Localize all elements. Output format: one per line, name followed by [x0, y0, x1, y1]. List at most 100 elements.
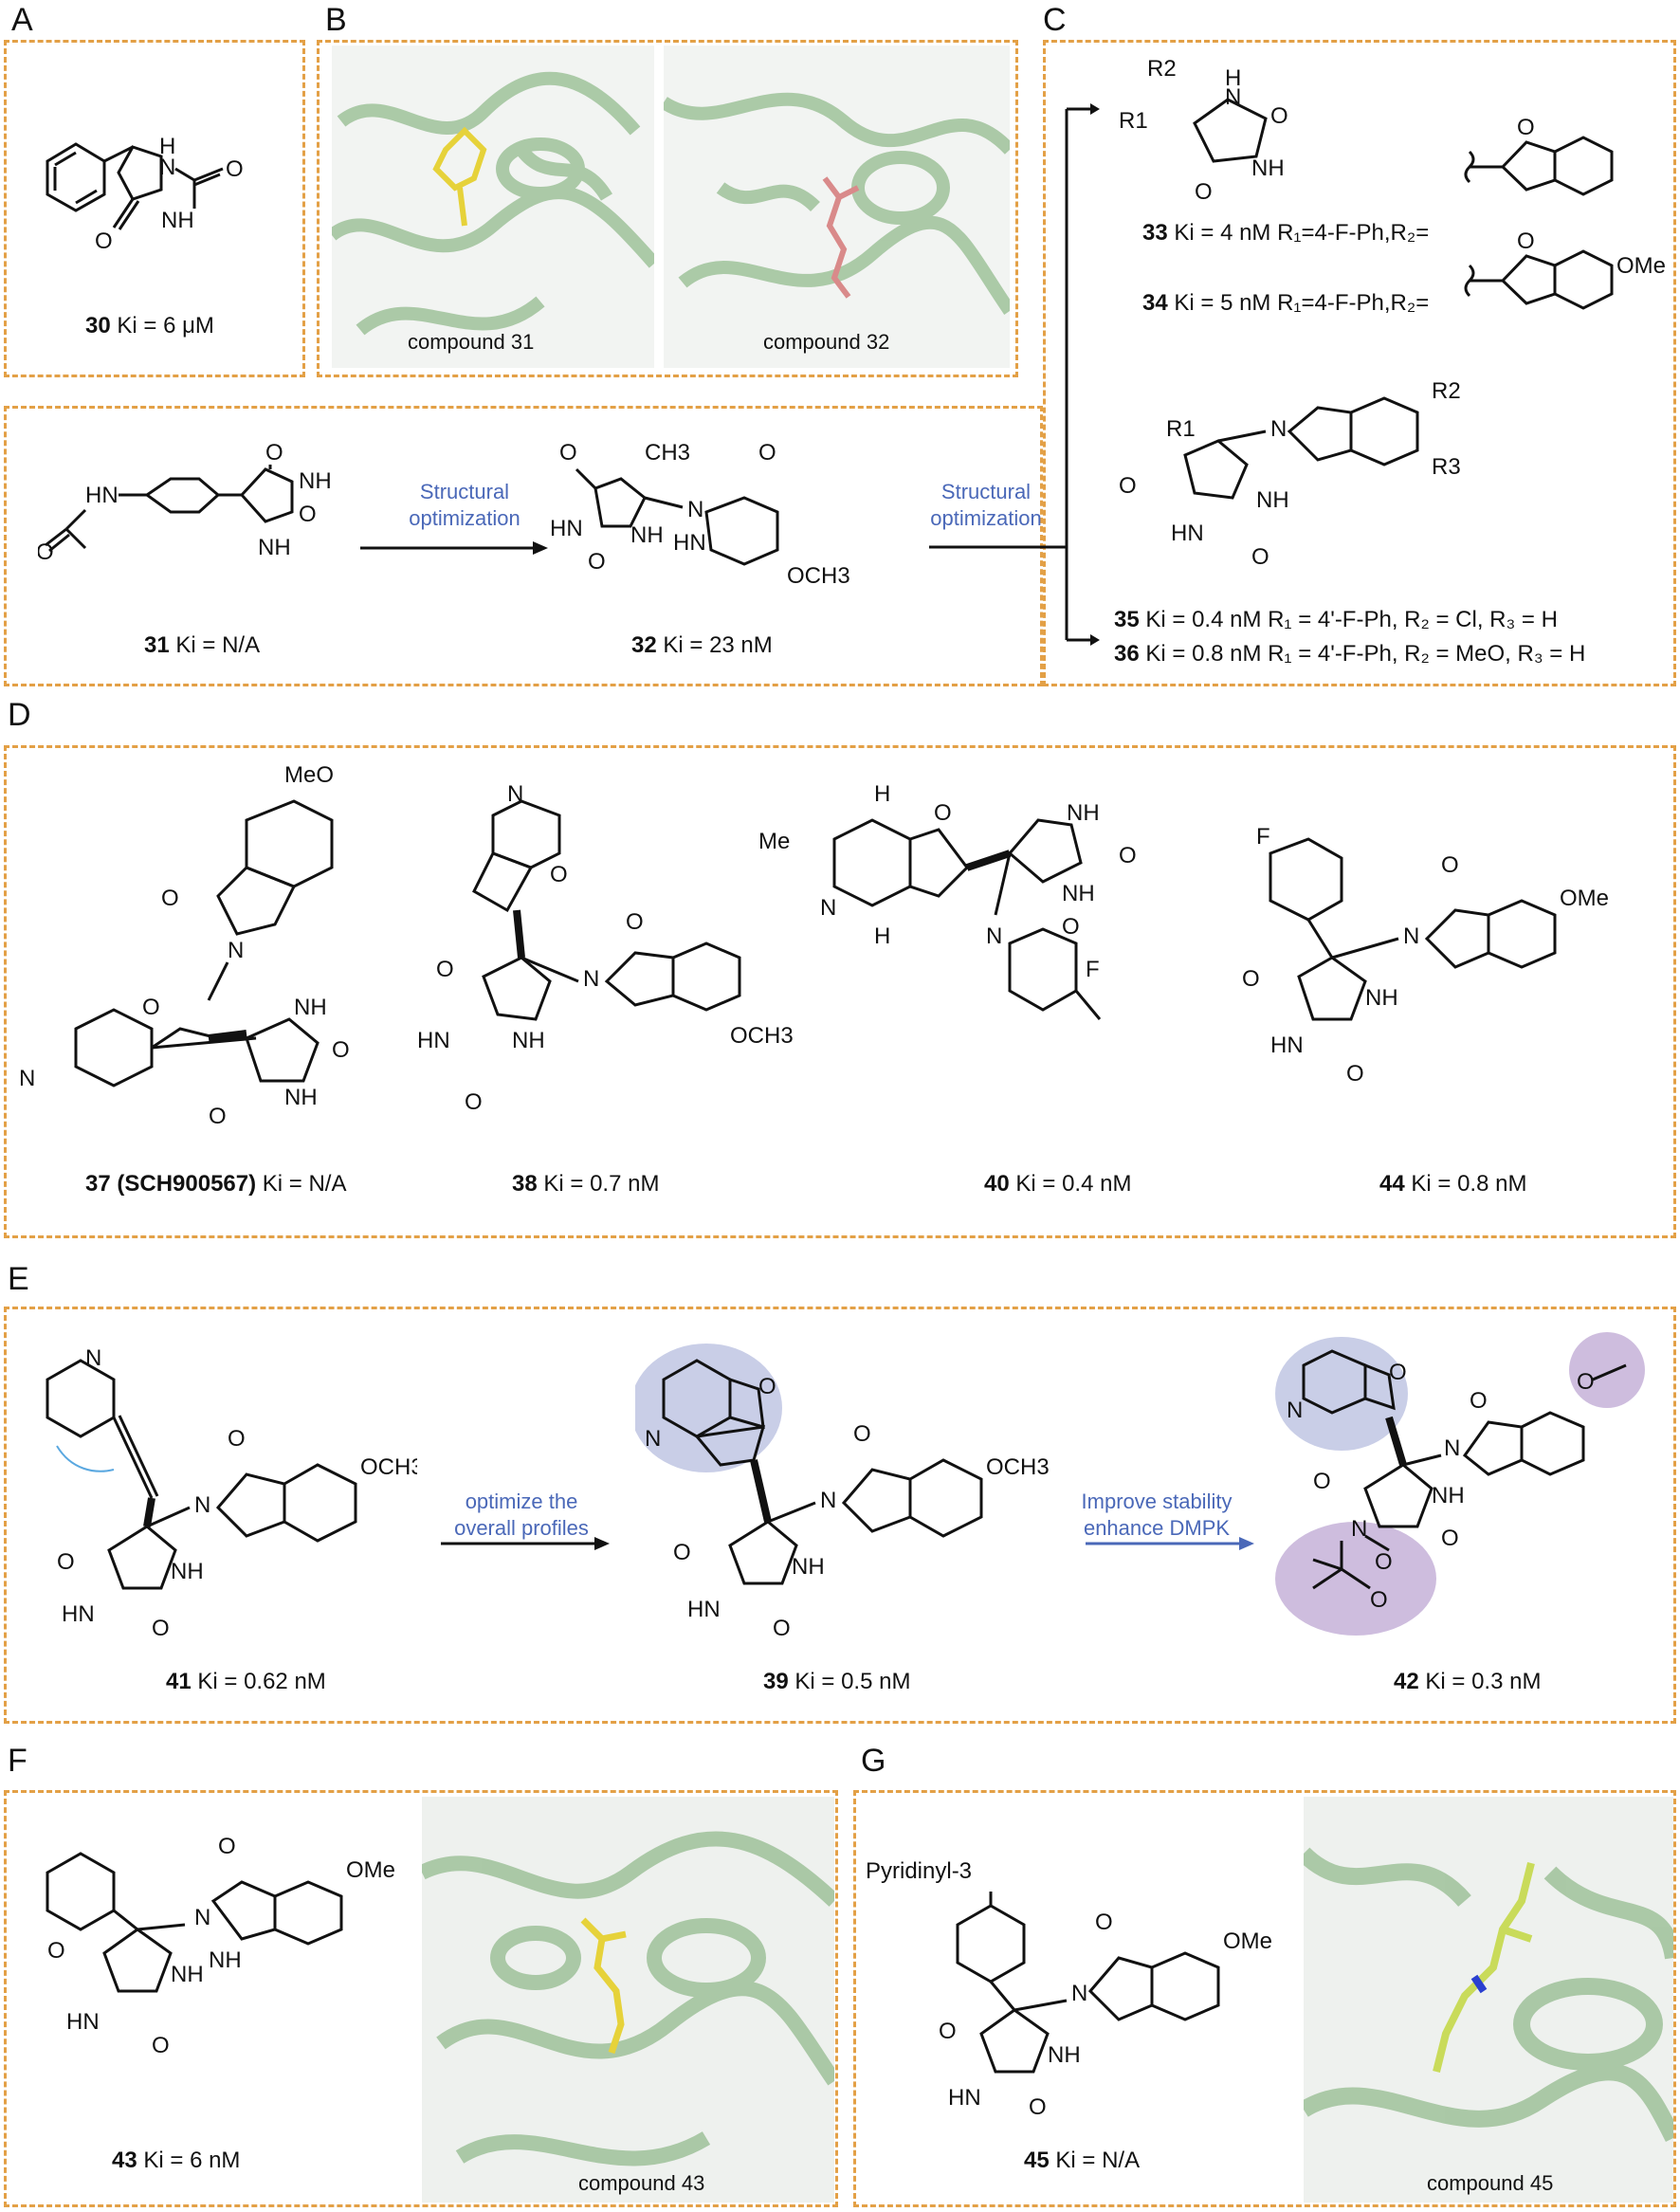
- svg-text:NH: NH: [258, 535, 291, 560]
- svg-text:OCH3: OCH3: [986, 1454, 1050, 1480]
- compound-33-number: 33: [1142, 220, 1168, 246]
- compound-37-number: 37 (SCH900567): [85, 1171, 257, 1197]
- compound-31-ki: Ki = N/A: [169, 632, 261, 658]
- atom-f: F: [1086, 957, 1100, 982]
- svg-text:O: O: [299, 502, 317, 527]
- panel-letter-b: B: [325, 2, 347, 38]
- svg-text:N: N: [507, 781, 523, 807]
- svg-text:N: N: [1403, 923, 1419, 949]
- svg-text:O: O: [95, 229, 113, 254]
- svg-text:HN: HN: [948, 2085, 981, 2111]
- svg-text:O: O: [1251, 544, 1269, 570]
- svg-text:R2: R2: [1432, 378, 1461, 404]
- panel-letter-f: F: [8, 1743, 27, 1779]
- svg-text:O: O: [152, 2033, 170, 2058]
- svg-text:OMe: OMe: [346, 1857, 395, 1883]
- compound-32-ki: Ki = 23 nM: [656, 632, 773, 658]
- svg-text:H: H: [874, 923, 890, 949]
- compound-32-protein-label: compound 32: [763, 330, 890, 354]
- compound-42-structure: N O O NH O N O N O O O: [1275, 1332, 1645, 1636]
- svg-text:NH: NH: [284, 1085, 318, 1110]
- branch-arrow-to-panel-c: [929, 103, 1100, 646]
- svg-text:HN: HN: [550, 516, 583, 541]
- svg-text:O: O: [161, 886, 179, 911]
- svg-text:NH: NH: [1048, 2042, 1081, 2068]
- svg-text:O: O: [1119, 473, 1137, 499]
- compound-42-ki: Ki = 0.3 nM: [1418, 1669, 1542, 1694]
- compound-40-number: 40: [984, 1171, 1010, 1197]
- svg-text:O: O: [758, 440, 776, 466]
- svg-text:O: O: [38, 539, 54, 565]
- compound-33-caption: 33 Ki = 4 nM R₁=4-F-Ph,R₂=: [1142, 220, 1429, 247]
- svg-text:N: N: [228, 938, 244, 963]
- svg-text:N: N: [687, 497, 703, 522]
- svg-text:NH: NH: [1067, 800, 1100, 826]
- compound-35-text: Ki = 0.4 nM R₁ = 4'-F-Ph, R₂ = Cl, R₃ = …: [1139, 607, 1558, 632]
- compound-36-text: Ki = 0.8 nM R₁ = 4'-F-Ph, R₂ = MeO, R₃ =…: [1139, 641, 1586, 667]
- svg-text:NH: NH: [792, 1554, 825, 1580]
- panel-f-box: [4, 1790, 838, 2207]
- arrow-label-structural-optimization-2: Structural optimization: [930, 480, 1042, 530]
- atom-meo: MeO: [284, 762, 334, 788]
- compound-39-number: 39: [763, 1669, 789, 1694]
- svg-text:O: O: [142, 995, 160, 1020]
- compound-37-ki: Ki = N/A: [256, 1171, 347, 1197]
- compound-45-structure: O NH HN O N O OMe: [939, 1892, 1272, 2114]
- compound-45-protein-label: compound 45: [1427, 2171, 1554, 2195]
- compound-34-text: Ki = 5 nM R₁=4-F-Ph,R₂=: [1167, 290, 1430, 316]
- atom-d-ome: OMe: [1560, 886, 1609, 911]
- panel-letter-d: D: [8, 697, 31, 733]
- svg-text:O: O: [1389, 1360, 1407, 1385]
- arrow-39-to-42: [1086, 1537, 1254, 1550]
- compound-41-structure: N O NH HN O N O OCH3: [46, 1345, 417, 1641]
- compound-41-ki: Ki = 0.62 nM: [191, 1669, 326, 1694]
- arrow-41-to-39: [441, 1537, 610, 1550]
- compound-36-number: 36: [1114, 641, 1140, 667]
- svg-text:O: O: [465, 1089, 483, 1115]
- compound-44-ki: Ki = 0.8 nM: [1404, 1171, 1527, 1197]
- svg-text:O: O: [47, 1938, 65, 1964]
- svg-text:HN: HN: [62, 1601, 95, 1627]
- atom-och3: OCH3: [787, 563, 850, 589]
- svg-text:N: N: [820, 1488, 836, 1513]
- compound-31-structure: HN O O NH O NH: [38, 440, 332, 565]
- svg-text:NH: NH: [161, 208, 194, 233]
- svg-text:O: O: [934, 800, 952, 826]
- svg-text:O: O: [1195, 179, 1213, 205]
- panel-c-substituents: O O OMe: [1464, 115, 1666, 310]
- compound-44-caption: 44 Ki = 0.8 nM: [1379, 1171, 1526, 1197]
- svg-text:H: H: [874, 781, 890, 807]
- atom-me: Me: [758, 829, 790, 854]
- svg-text:O: O: [1095, 1910, 1113, 1935]
- compound-31-protein-label: compound 31: [408, 330, 535, 354]
- compound-38-number: 38: [512, 1171, 538, 1197]
- svg-text:N: N: [1444, 1435, 1460, 1461]
- atom-ome: OMe: [1616, 253, 1666, 279]
- svg-text:R3: R3: [1432, 454, 1461, 480]
- panel-letter-c: C: [1043, 2, 1067, 38]
- compound-42-number: 42: [1394, 1669, 1419, 1694]
- compound-41-caption: 41 Ki = 0.62 nM: [166, 1669, 326, 1695]
- svg-text:O: O: [57, 1549, 75, 1575]
- compound-43-caption: 43 Ki = 6 nM: [112, 2148, 240, 2174]
- atom-r2: R2: [1147, 56, 1177, 82]
- compound-30-ki: Ki = 6 μM: [110, 313, 214, 338]
- svg-text:O: O: [1517, 229, 1535, 254]
- compound-44-number: 44: [1379, 1171, 1405, 1197]
- panel-e-box: [4, 1307, 1676, 1724]
- svg-text:N: N: [19, 1066, 35, 1091]
- svg-text:O: O: [1029, 2094, 1047, 2114]
- svg-text:O: O: [1441, 1526, 1459, 1551]
- svg-text:O: O: [226, 156, 244, 182]
- compound-43-ki: Ki = 6 nM: [137, 2148, 241, 2173]
- panel-c-box: [1043, 40, 1676, 686]
- svg-text:O: O: [1517, 115, 1535, 140]
- panel-g-box: [853, 1790, 1676, 2207]
- compound-32-caption: 32 Ki = 23 nM: [631, 632, 773, 659]
- arrow-label-structural-optimization-1: Structural optimization: [409, 480, 520, 530]
- compound-45-caption: 45 Ki = N/A: [1024, 2148, 1140, 2174]
- svg-text:HN: HN: [1171, 521, 1204, 546]
- compound-32-structure: O HN NH O CH3 N HN O OCH3: [550, 440, 850, 589]
- protein-image-compound-43: compound 43: [422, 1797, 834, 2203]
- svg-text:HN: HN: [1270, 1033, 1304, 1058]
